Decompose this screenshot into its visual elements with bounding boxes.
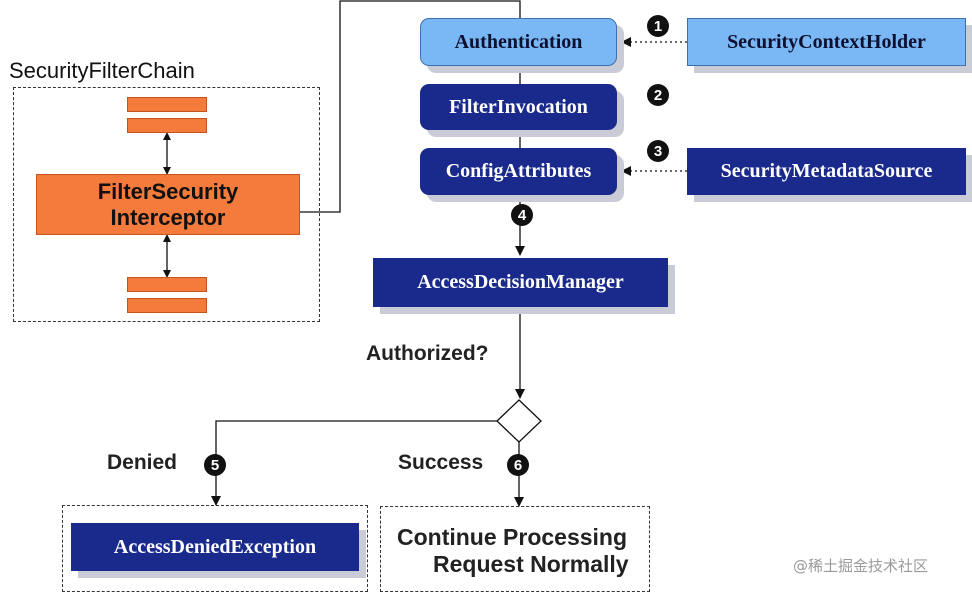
success-label: Success xyxy=(398,451,484,474)
security-filter-chain-title: SecurityFilterChain xyxy=(9,58,195,83)
denied-label: Denied xyxy=(107,451,178,474)
chain-filter-block xyxy=(127,277,207,292)
denied-outcome-frame xyxy=(62,505,368,592)
filter-invocation-node: FilterInvocation xyxy=(420,84,617,130)
step-badge-4: 4 xyxy=(511,204,533,226)
step-badge-2: 2 xyxy=(647,84,669,106)
security-context-holder-node: SecurityContextHolder xyxy=(687,18,966,66)
chain-filter-block xyxy=(127,118,207,133)
config-attributes-node: ConfigAttributes xyxy=(420,148,617,195)
security-filter-chain-frame xyxy=(13,87,320,322)
continue-processing-line1: Continue Processing xyxy=(397,524,628,550)
access-denied-exception-node: AccessDeniedException xyxy=(71,523,359,571)
chain-filter-block xyxy=(127,97,207,112)
watermark-text: @稀土掘金技术社区 xyxy=(793,557,929,575)
interceptor-label-line1: FilterSecurity xyxy=(97,178,239,204)
access-decision-manager-node: AccessDecisionManager xyxy=(373,258,668,307)
continue-processing-line2: Request Normally xyxy=(433,551,629,577)
filter-security-interceptor-box: FilterSecurity Interceptor xyxy=(36,174,300,235)
interceptor-link-line xyxy=(300,0,521,213)
denied-branch-arrow xyxy=(211,420,497,506)
step-badge-3: 3 xyxy=(647,140,669,162)
decision-diamond xyxy=(496,399,542,443)
authorized-question-label: Authorized? xyxy=(366,342,489,365)
interceptor-label-line2: Interceptor xyxy=(110,204,226,230)
step-badge-5: 5 xyxy=(204,454,226,476)
step-badge-6: 6 xyxy=(507,454,529,476)
authentication-node: Authentication xyxy=(420,18,617,66)
success-outcome-frame xyxy=(380,506,650,592)
security-metadata-source-node: SecurityMetadataSource xyxy=(687,148,966,195)
chain-filter-block xyxy=(127,298,207,313)
step-badge-1: 1 xyxy=(647,15,669,37)
